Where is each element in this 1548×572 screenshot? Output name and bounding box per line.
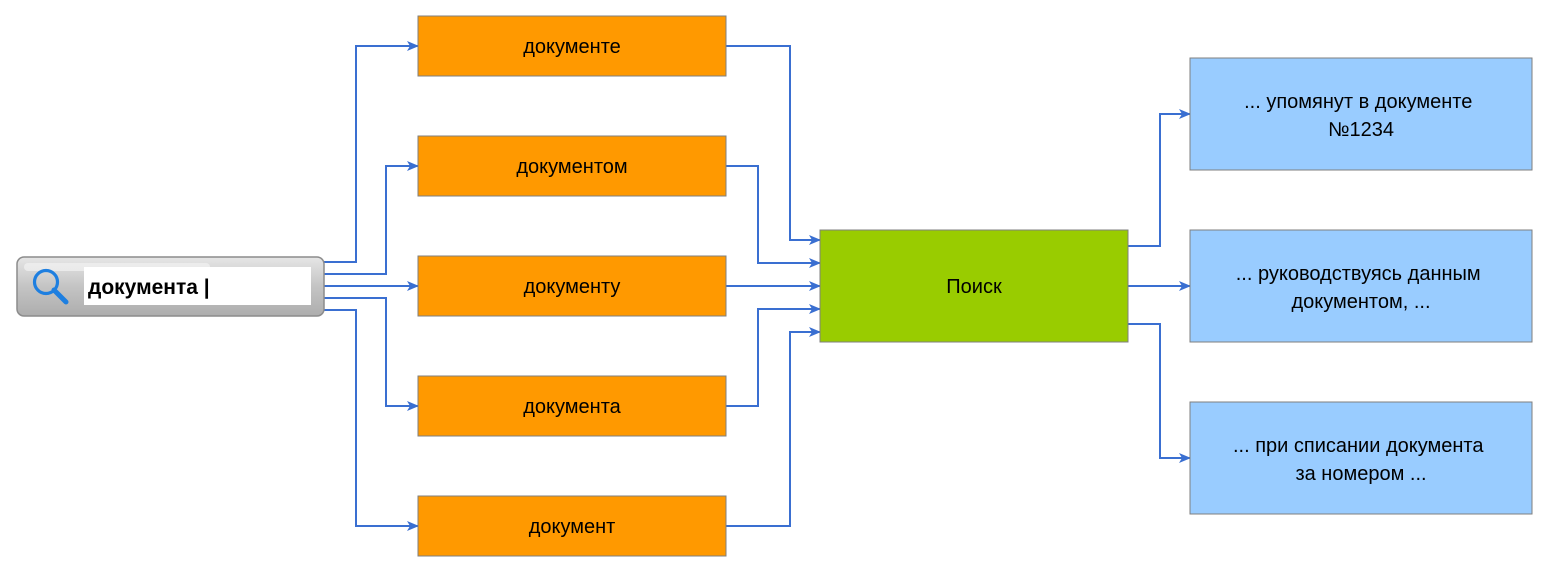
word-form-node: документе xyxy=(417,15,727,77)
result-node: ... при списании документа за номером ..… xyxy=(1189,401,1533,515)
result-node: ... упомянут в документе №1234 xyxy=(1189,57,1533,171)
results: ... упомянут в документе №1234 ... руков… xyxy=(1189,57,1533,515)
word-form-label: документ xyxy=(529,516,616,538)
arrow-search-to-result-1 xyxy=(1128,109,1191,247)
word-form-node: документу xyxy=(417,255,727,317)
word-form-label: документу xyxy=(524,276,621,298)
search-input[interactable] xyxy=(84,267,311,305)
magnifier-icon xyxy=(32,268,69,305)
arrow-form-5-to-search xyxy=(726,327,821,527)
word-form-node: документ xyxy=(417,495,727,557)
result-line: ... упомянут в документе xyxy=(1244,91,1472,113)
result-text: ... при списании документа за номером ..… xyxy=(1233,435,1489,485)
word-form-label: документе xyxy=(523,36,621,58)
result-line: документом, ... xyxy=(1291,291,1430,313)
result-line: ... руководствуясь данным xyxy=(1236,263,1481,285)
result-line: за номером ... xyxy=(1295,463,1426,485)
arrow-search-to-form-2 xyxy=(324,161,419,275)
result-text: ... руководствуясь данным документом, ..… xyxy=(1236,263,1486,313)
result-line: ... при списании документа xyxy=(1233,435,1484,457)
word-form-node: документа xyxy=(417,375,727,437)
arrow-form-2-to-search xyxy=(726,165,821,268)
arrow-search-to-form-1 xyxy=(324,41,419,263)
word-form-node: документом xyxy=(417,135,727,197)
result-text: ... упомянут в документе №1234 xyxy=(1244,91,1478,141)
search-bar[interactable]: документа | xyxy=(16,256,325,317)
arrow-form-1-to-search xyxy=(726,45,821,245)
result-node: ... руководствуясь данным документом, ..… xyxy=(1189,229,1533,343)
search-node-label: Поиск xyxy=(946,276,1002,298)
word-forms: документе документом документу документа… xyxy=(417,15,727,557)
arrow-form-4-to-search xyxy=(726,304,821,407)
result-line: №1234 xyxy=(1328,119,1394,141)
connectors xyxy=(324,41,1191,531)
search-node: Поиск xyxy=(819,229,1129,343)
word-form-label: документа xyxy=(523,396,621,418)
arrow-search-to-form-5 xyxy=(324,309,419,531)
arrow-search-to-result-3 xyxy=(1128,323,1191,463)
arrow-search-to-form-4 xyxy=(324,297,419,411)
word-form-label: документом xyxy=(516,156,627,178)
search-query-text: документа | xyxy=(88,276,210,299)
